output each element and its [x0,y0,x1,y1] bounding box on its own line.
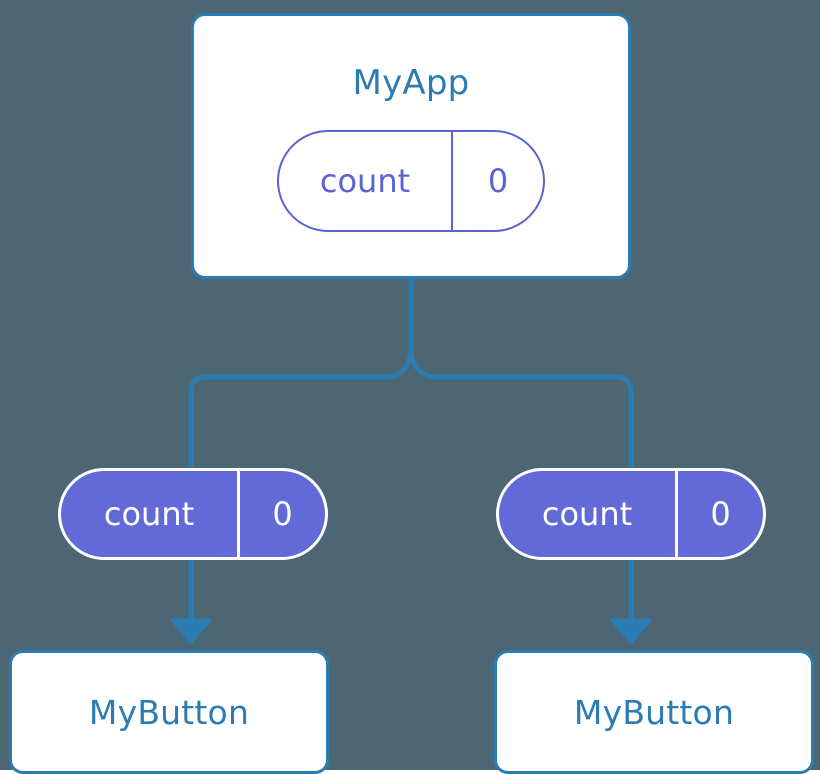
prop-pill-value: 0 [272,495,293,533]
prop-pill-right-count[interactable]: count 0 [496,468,766,560]
edge-arrow-left [170,558,212,645]
prop-pill-key: count [499,471,678,557]
component-name-mybutton: MyButton [88,692,250,732]
state-pill-value: 0 [487,162,509,200]
edge-arrow-right [610,558,652,645]
component-node-mybutton-left[interactable]: MyButton [9,650,329,774]
prop-pill-left-count[interactable]: count 0 [58,468,328,560]
component-name-mybutton: MyButton [573,692,735,732]
prop-pill-value: 0 [710,495,731,533]
state-pill-myapp-count[interactable]: count 0 [277,130,545,232]
state-pill-key: count [279,132,453,230]
component-name-myapp: MyApp [352,63,470,103]
component-node-mybutton-right[interactable]: MyButton [494,650,814,774]
component-node-myapp[interactable]: MyApp [191,13,631,279]
edge-branch-left [188,349,414,471]
prop-pill-key: count [61,471,240,557]
edge-branch-right [408,349,634,471]
